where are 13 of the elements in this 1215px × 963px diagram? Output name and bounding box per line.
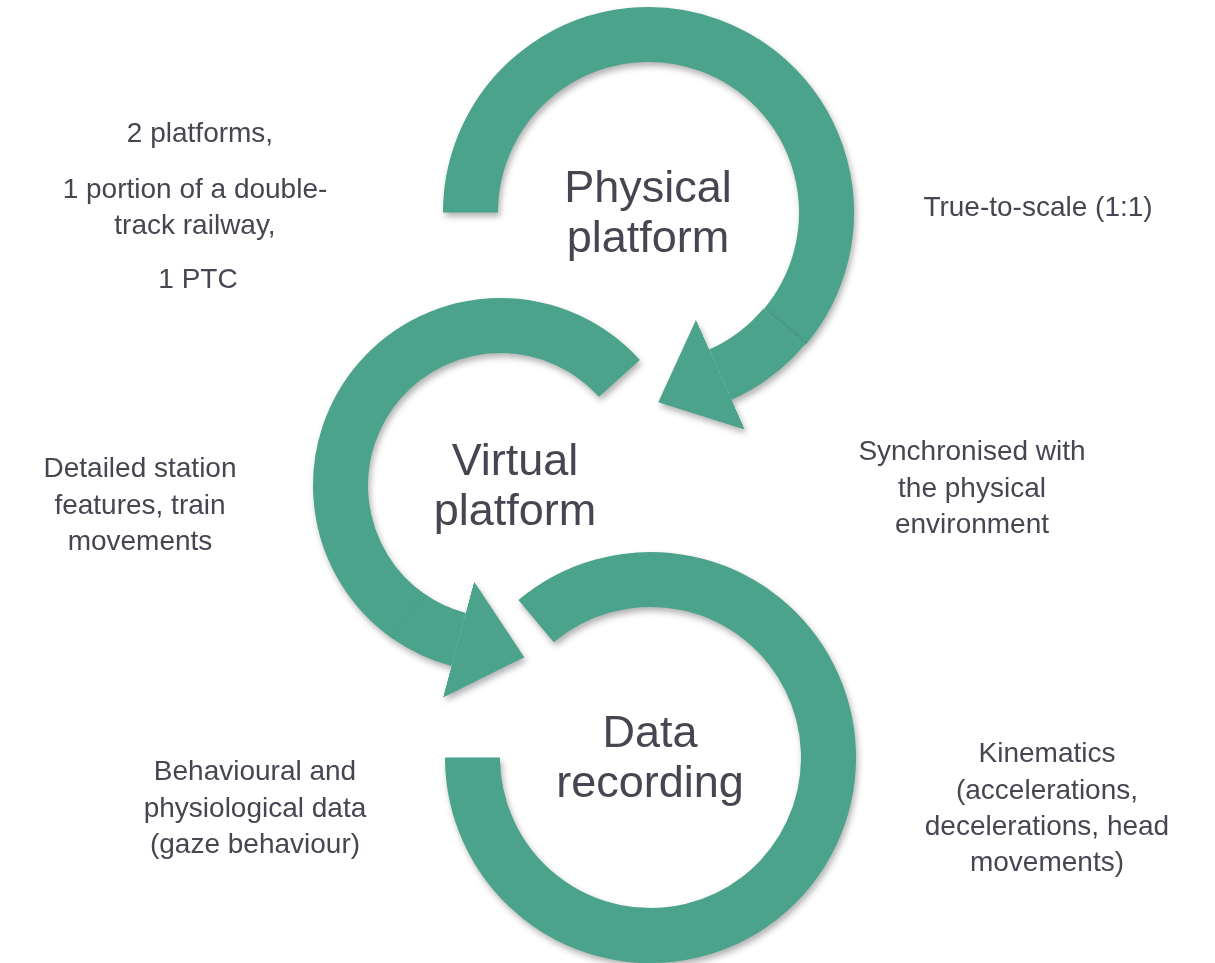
stage-title: Virtual platform bbox=[432, 435, 598, 534]
curved-arrow bbox=[393, 582, 524, 697]
annotation-text: Synchronised with the physical environment bbox=[857, 434, 1087, 542]
annotation-text: 2 platforms, bbox=[125, 115, 275, 150]
stage-title: Data recording bbox=[555, 707, 745, 806]
stage-title: Physical platform bbox=[563, 162, 733, 261]
annotation-text: 1 portion of a double-track railway, bbox=[61, 171, 329, 242]
annotation-text: Detailed station features, train movements bbox=[42, 451, 238, 559]
annotation-text: Behavioural and physiological data (gaze behaviour) bbox=[142, 754, 368, 862]
annotation-text: True-to-scale (1:1) bbox=[922, 189, 1154, 224]
annotation-text: Kinematics (accelerations, decelerations, head movements) bbox=[923, 736, 1171, 880]
curved-arrow bbox=[659, 307, 805, 428]
annotation-text: 1 PTC bbox=[157, 261, 239, 296]
